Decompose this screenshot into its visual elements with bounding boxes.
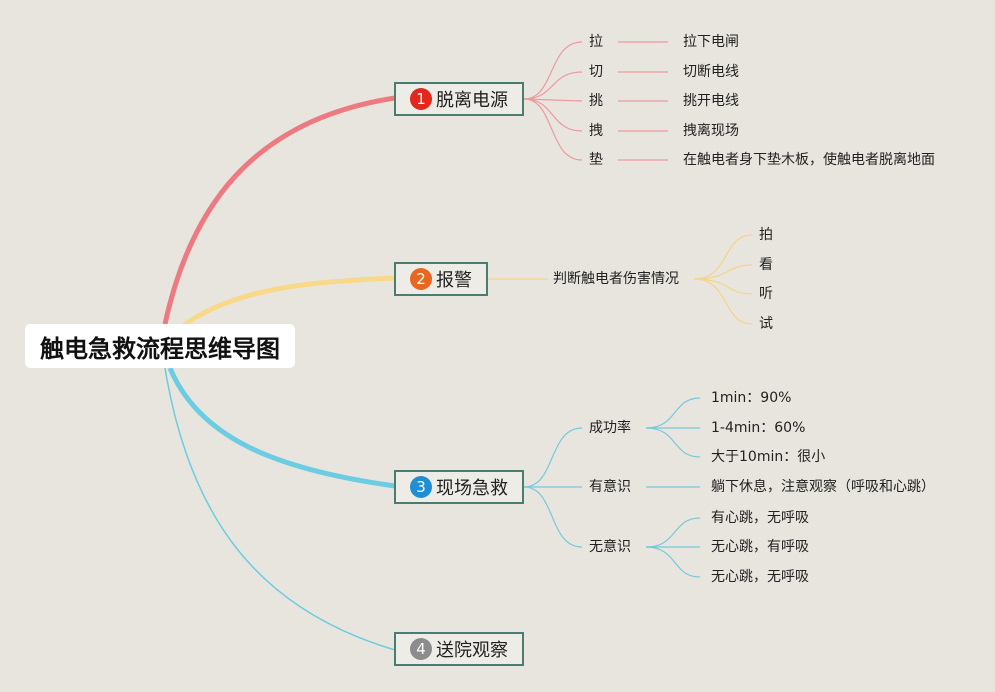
branch2-fan [488,234,753,325]
item-key[interactable]: 切 [589,64,603,80]
leaf-item[interactable]: 1min：90% [711,390,792,406]
leaf-item[interactable]: 1-4min：60% [711,420,806,436]
link-root-branch3 [167,367,396,489]
sub-node-judge-injury[interactable]: 判断触电者伤害情况 [553,271,679,287]
item-key[interactable]: 拍 [759,227,773,243]
leaf-item[interactable]: 无心跳，无呼吸 [711,569,809,585]
branch-label: 脱离电源 [436,90,508,111]
branch-hospital-observation[interactable]: 4 送院观察 [394,632,524,666]
branch-label: 现场急救 [436,478,508,499]
branch-label: 报警 [436,270,472,291]
number-badge-3: 3 [410,476,432,498]
sub-node-conscious[interactable]: 有意识 [589,479,631,495]
number-badge-4: 4 [410,638,432,660]
number-badge-2: 2 [410,268,432,290]
item-desc[interactable]: 切断电线 [683,64,739,80]
item-desc[interactable]: 挑开电线 [683,93,739,109]
branch-disconnect-power[interactable]: 1 脱离电源 [394,82,524,116]
leaf-item[interactable]: 无心跳，有呼吸 [711,539,809,555]
item-desc[interactable]: 拉下电闸 [683,34,739,50]
item-key[interactable]: 听 [759,286,773,302]
number-badge-1: 1 [410,88,432,110]
item-key[interactable]: 垫 [589,152,603,168]
branch-alarm[interactable]: 2 报警 [394,262,488,296]
link-root-branch1 [162,95,396,325]
item-desc[interactable]: 在触电者身下垫木板，使触电者脱离地面 [683,152,935,168]
branch3-fan [523,397,701,578]
item-key[interactable]: 拽 [589,123,603,139]
item-key[interactable]: 挑 [589,93,603,109]
leaf-item[interactable]: 大于10min：很小 [711,449,826,465]
item-desc[interactable]: 拽离现场 [683,123,739,139]
link-root-branch4 [164,367,396,651]
leaf-item[interactable]: 有心跳，无呼吸 [711,510,809,526]
sub-node-success-rate[interactable]: 成功率 [589,420,631,436]
branch-label: 送院观察 [436,640,508,661]
item-key[interactable]: 看 [759,257,773,273]
sub-node-unconscious[interactable]: 无意识 [589,539,631,555]
item-key[interactable]: 试 [759,316,773,332]
link-root-branch2 [178,275,396,330]
item-key[interactable]: 拉 [589,34,603,50]
leaf-item[interactable]: 躺下休息，注意观察（呼吸和心跳） [711,479,935,495]
root-node[interactable]: 触电急救流程思维导图 [25,324,295,368]
branch-onsite-first-aid[interactable]: 3 现场急救 [394,470,524,504]
branch1-fan [523,41,668,161]
